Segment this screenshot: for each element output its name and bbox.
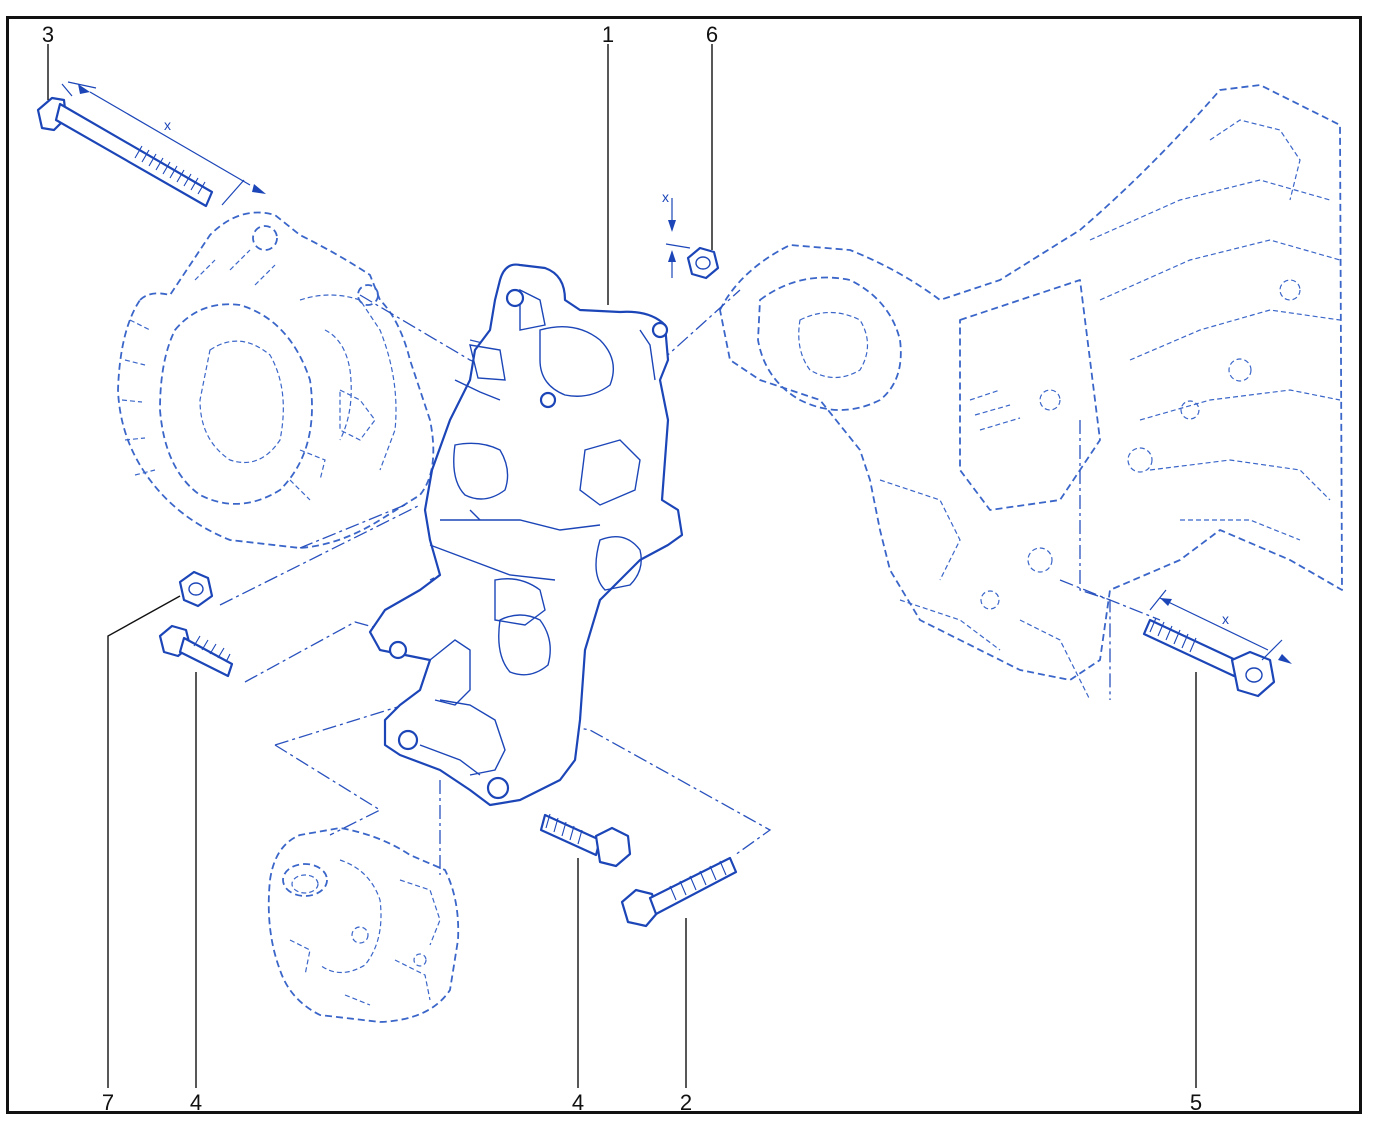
- nut-part-6: x: [662, 189, 720, 280]
- callout-2: 2: [679, 1090, 693, 1115]
- bolt-part-5: x: [1142, 589, 1292, 698]
- engine-block-ghost: [719, 84, 1343, 701]
- bolt-part-4-centre: [539, 813, 632, 868]
- callout-3: 3: [41, 22, 55, 47]
- diagram-frame: [6, 16, 1362, 1114]
- callout-1: 1: [601, 22, 615, 47]
- dimension-label-nut-6: x: [662, 189, 669, 205]
- callout-4-left: 4: [189, 1090, 203, 1115]
- bolt-part-2: [620, 856, 738, 928]
- leader-lines: [47, 44, 1197, 1088]
- dimension-label-bolt-3: x: [164, 117, 171, 133]
- assembly-lines: [219, 289, 1161, 875]
- callout-4-centre: 4: [571, 1090, 585, 1115]
- alternator-ghost: [117, 211, 435, 549]
- nut-part-7: [178, 570, 214, 608]
- callout-5: 5: [1189, 1090, 1203, 1115]
- bolt-part-4-left: [158, 624, 234, 678]
- dimension-label-bolt-5: x: [1222, 611, 1229, 627]
- callout-6: 6: [705, 22, 719, 47]
- callout-7: 7: [101, 1090, 115, 1115]
- steering-pump-ghost: [267, 827, 460, 1023]
- bolt-part-3: x: [36, 81, 266, 208]
- bracket-part-1: [368, 263, 684, 807]
